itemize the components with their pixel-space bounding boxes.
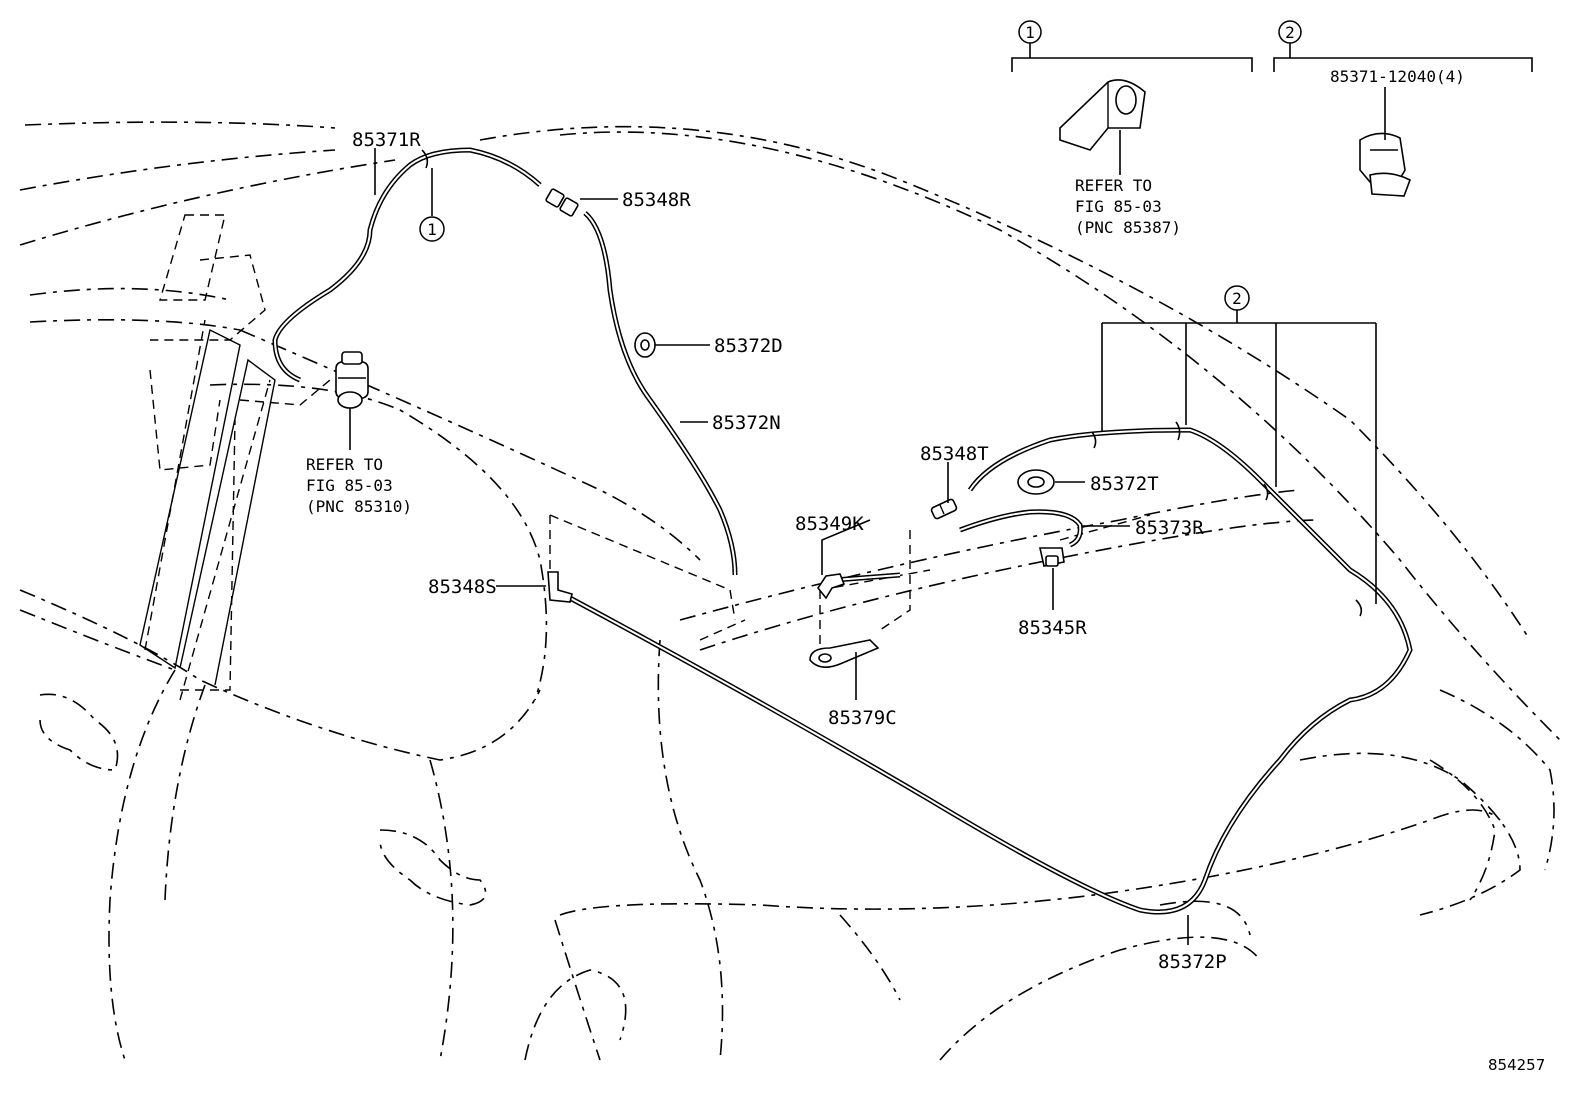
refer-pump-line1: REFER TO [306, 455, 383, 474]
hose-clips [421, 149, 1363, 617]
refer-notes: REFER TO FIG 85-03 (PNC 85310) REFER TO … [306, 176, 1181, 516]
callout-2-circle [1224, 285, 1250, 311]
refer-pump-line2: FIG 85-03 [306, 476, 393, 495]
jet-85379C [809, 639, 880, 668]
inset-nozzle [1059, 79, 1146, 151]
callout-2-text: 2 [1232, 289, 1242, 308]
leader-lines [349, 42, 1533, 945]
refer-pump-line3: (PNC 85310) [306, 497, 412, 516]
refer-nozzle-line2: FIG 85-03 [1075, 197, 1162, 216]
hose-85371R [272, 147, 542, 383]
nozzle-85345R [1039, 547, 1065, 567]
label-85371R: 85371R [352, 129, 421, 151]
callout-2-inset-text: 2 [1285, 23, 1295, 42]
label-85373R: 85373R [1135, 517, 1204, 539]
callout-1-inset-text: 1 [1025, 23, 1035, 42]
callout-circles: 1 2 1 2 [419, 20, 1302, 311]
label-85372T: 85372T [1090, 473, 1159, 495]
washer-pump [335, 351, 369, 409]
refer-nozzle-line3: (PNC 85387) [1075, 218, 1181, 237]
vehicle-body-outline [19, 121, 1561, 1061]
label-85372D: 85372D [714, 335, 783, 357]
inset-clip [1359, 132, 1412, 197]
label-85348S: 85348S [428, 576, 497, 598]
callout-2-inset-circle [1278, 20, 1302, 44]
connector-85348T [930, 498, 958, 520]
label-85372P: 85372P [1158, 951, 1227, 973]
label-85349K: 85349K [795, 513, 864, 535]
label-85348T: 85348T [920, 443, 989, 465]
label-85379C: 85379C [828, 707, 897, 729]
callout-1-circle [419, 216, 445, 242]
label-85372N: 85372N [712, 412, 781, 434]
parts [335, 79, 1412, 668]
elbow-85348S [547, 571, 573, 603]
part-labels: 85371R 85348R 85372D 85372N 85348T 85372… [352, 67, 1465, 973]
figure-id: 854257 [1488, 1056, 1545, 1074]
label-clip-part: 85371-12040(4) [1330, 67, 1465, 86]
refer-nozzle-line1: REFER TO [1075, 176, 1152, 195]
callout-1-text: 1 [427, 220, 437, 239]
label-85348R: 85348R [622, 189, 691, 211]
hose-85372P [568, 427, 1413, 915]
callout-1-inset-circle [1018, 20, 1042, 44]
elbow-85349K [817, 573, 846, 600]
washer-hoses [272, 147, 1413, 915]
label-85345R: 85345R [1018, 617, 1087, 639]
grommet-85372T [1017, 469, 1055, 495]
joint-85348R [545, 188, 579, 217]
clamp-85372D [634, 332, 656, 358]
